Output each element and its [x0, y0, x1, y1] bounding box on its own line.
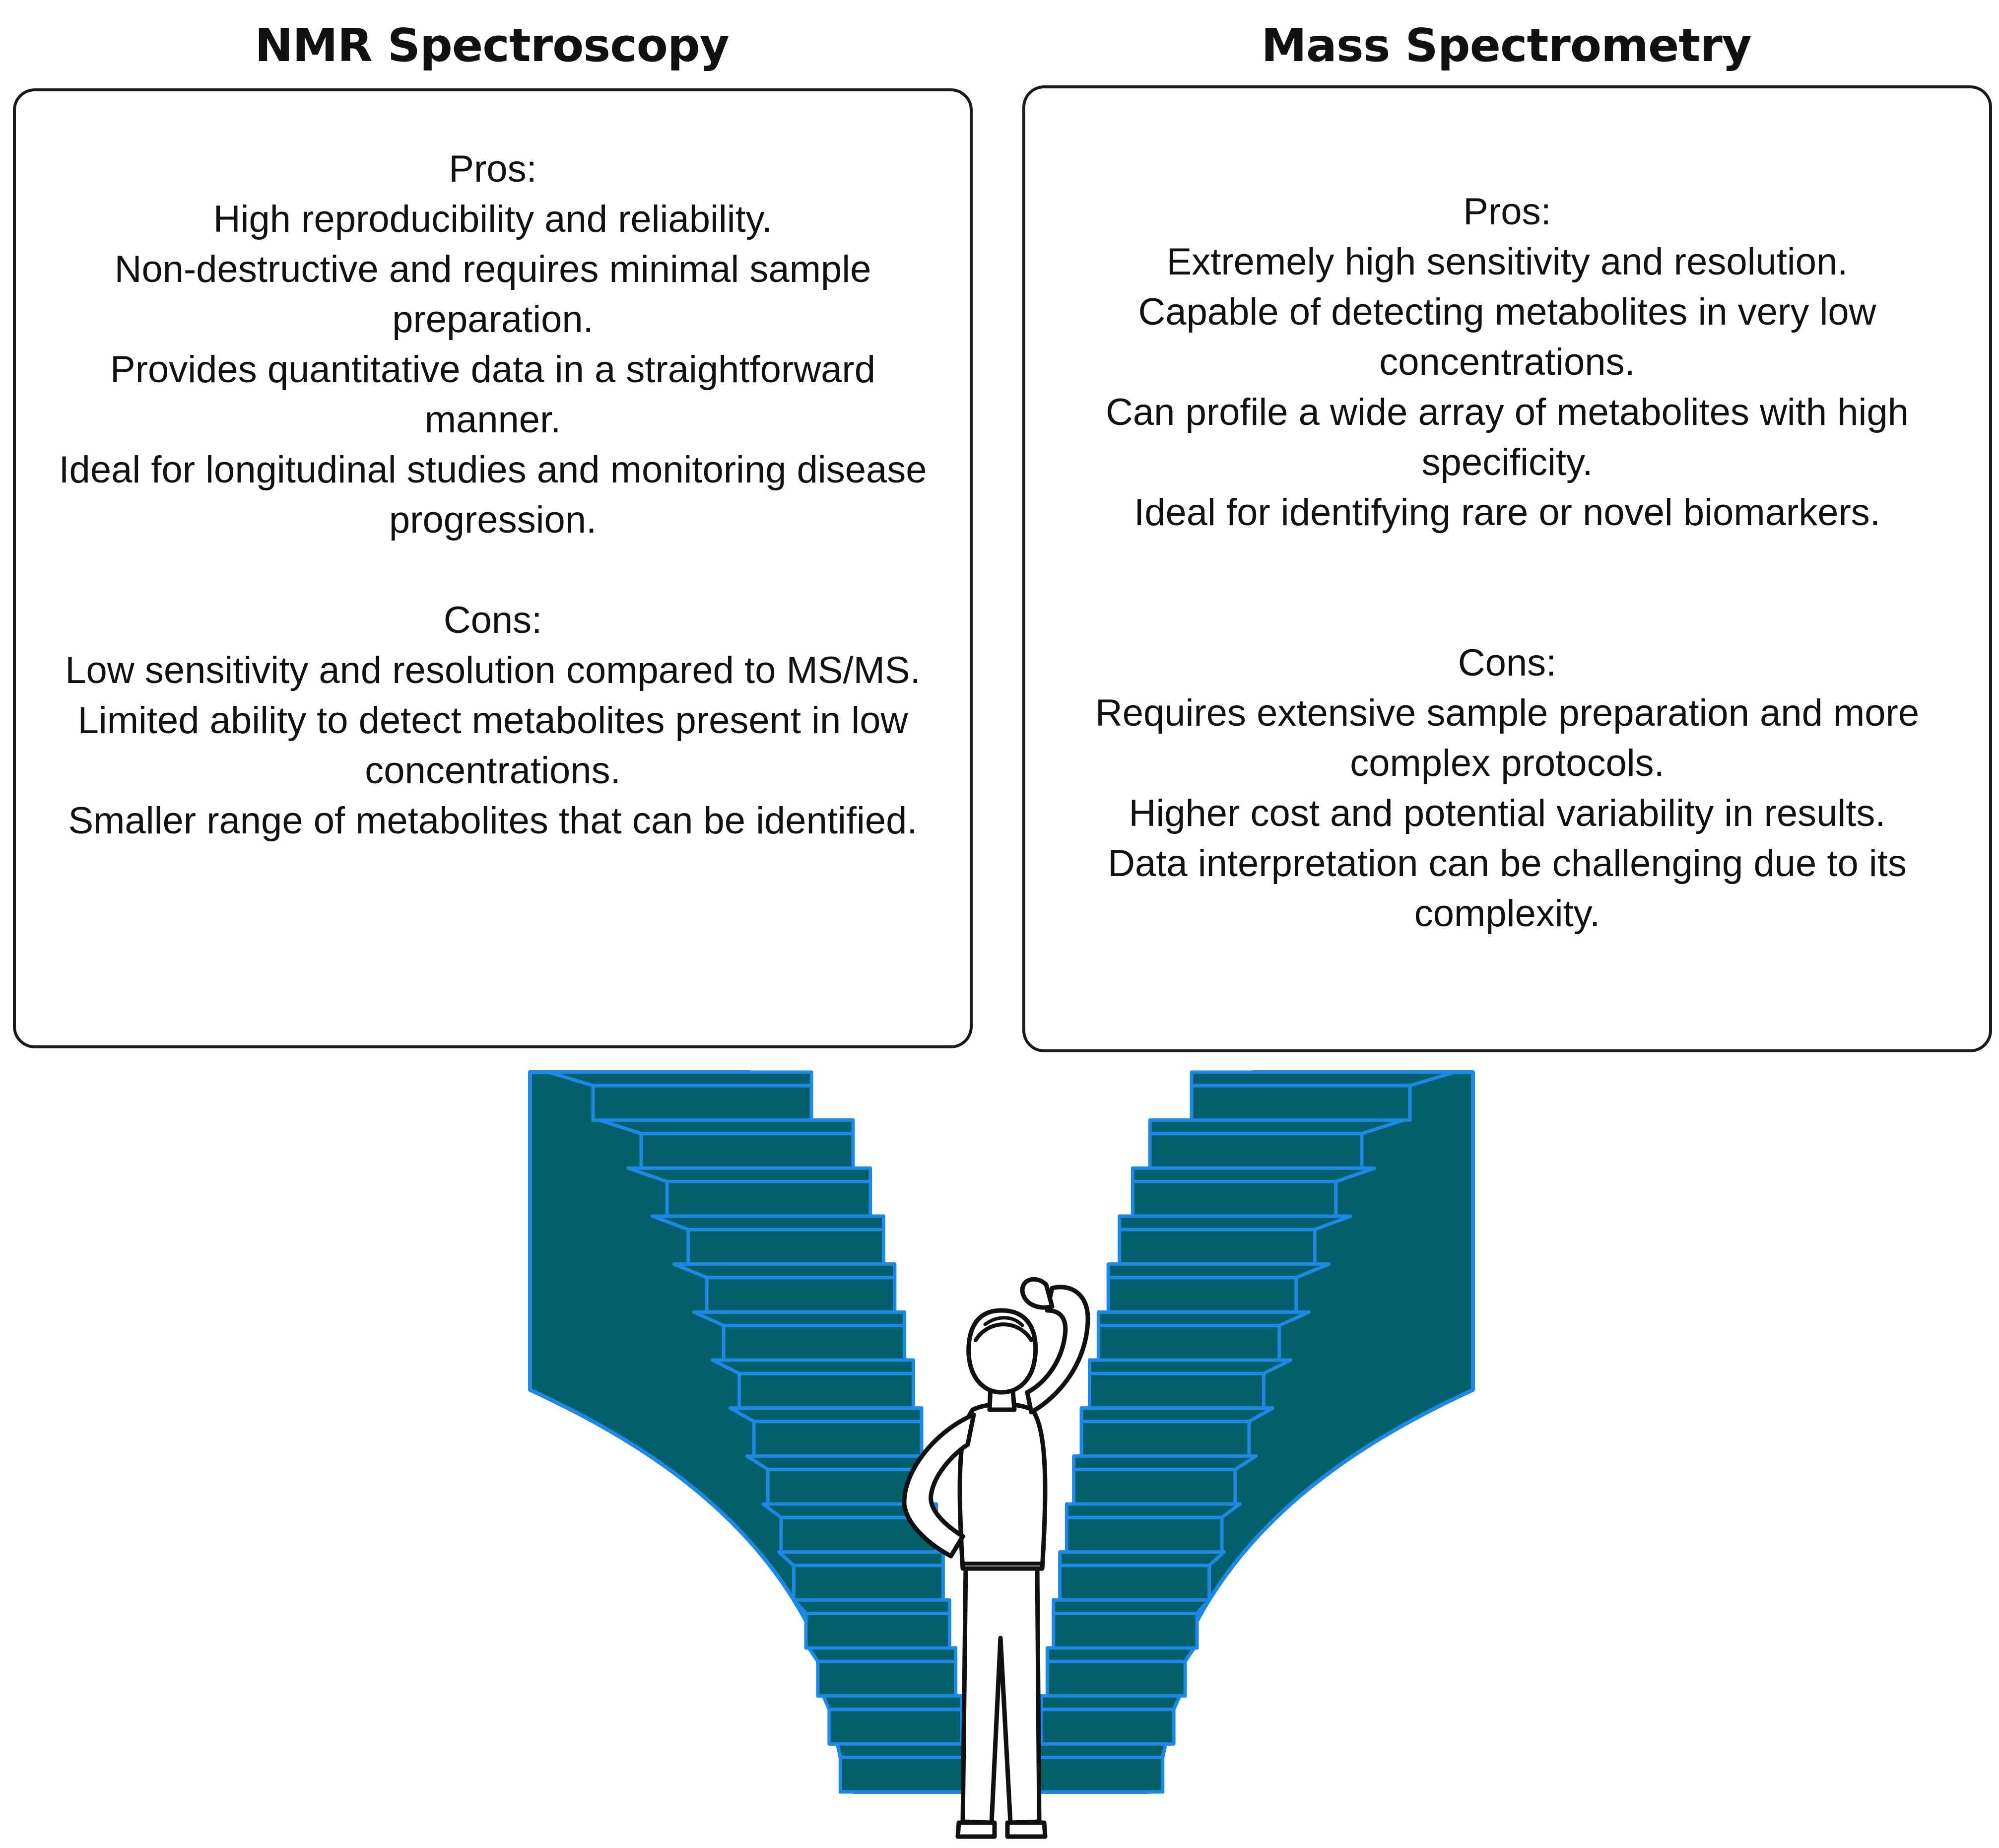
nmr-column-title: NMR Spectroscopy	[255, 19, 729, 72]
stair-riser	[827, 1708, 964, 1746]
nmr-panel-text: Pros: High reproducibility and reliabili…	[46, 144, 940, 846]
stair-tread	[728, 1406, 924, 1424]
stair-tread	[692, 1310, 907, 1327]
stair-tread	[745, 1454, 931, 1471]
stair-riser	[804, 1611, 951, 1650]
stair-riser	[737, 1371, 916, 1410]
stair-tread	[1058, 1550, 1226, 1568]
stair-tread	[1072, 1454, 1258, 1471]
stair-riser	[665, 1179, 872, 1218]
stair-tread	[711, 1358, 916, 1375]
stair-tread	[807, 1646, 958, 1663]
nmr-cons-label: Cons:	[443, 599, 542, 641]
stair-riser	[722, 1323, 907, 1362]
person-hand	[1020, 1277, 1055, 1310]
stair-riser	[1087, 1371, 1266, 1410]
stair-riser	[591, 1084, 813, 1122]
stair-tread	[1148, 1118, 1405, 1136]
left-staircase-icon	[528, 1070, 975, 1794]
stair-tread	[1034, 1742, 1168, 1759]
ms-column-title: Mass Spectrometry	[1261, 19, 1751, 72]
stair-riser	[1045, 1659, 1187, 1698]
stair-riser	[705, 1276, 897, 1314]
nmr-pro-item: Non-destructive and requires minimal sam…	[114, 248, 871, 341]
nmr-panel: Pros: High reproducibility and reliabili…	[13, 88, 973, 1048]
stair-riser	[1034, 1755, 1165, 1794]
ms-pro-item: Ideal for identifying rare or novel biom…	[1134, 491, 1880, 534]
thinking-person-icon	[902, 1277, 1090, 1839]
stair-tread	[777, 1550, 945, 1568]
stair-tread	[1118, 1214, 1352, 1232]
stair-tread	[1039, 1694, 1182, 1711]
stair-tread	[821, 1694, 964, 1711]
stair-tread	[626, 1166, 872, 1183]
stair-tread	[1045, 1646, 1196, 1663]
person-left-arm	[902, 1412, 976, 1559]
ms-con-item: Data interpretation can be challenging d…	[1108, 842, 1907, 935]
ms-panel: Pros: Extremely high sensitivity and res…	[1022, 85, 1992, 1052]
ms-panel-text: Pros: Extremely high sensitivity and res…	[1055, 187, 1959, 939]
nmr-pro-item: Provides quantitative data in a straight…	[110, 348, 875, 441]
stair-tread	[546, 1070, 813, 1088]
nmr-pro-item: High reproducibility and reliability.	[213, 198, 773, 240]
nmr-pro-item: Ideal for longitudinal studies and monit…	[59, 449, 927, 541]
person-foot	[1005, 1820, 1048, 1839]
ms-pro-item: Can profile a wide array of metabolites …	[1106, 391, 1909, 483]
stair-riser	[838, 1755, 969, 1794]
ms-pros-label: Pros:	[1463, 191, 1551, 233]
right-staircase-icon	[1028, 1070, 1475, 1794]
nmr-con-item: Low sensitivity and resolution compared …	[65, 649, 921, 691]
stair-riser	[1148, 1132, 1364, 1170]
ms-con-item: Higher cost and potential variability in…	[1129, 792, 1886, 834]
stair-tread	[1087, 1358, 1292, 1375]
person-hair	[974, 1322, 1033, 1342]
stair-riser	[1072, 1467, 1237, 1506]
stair-riser	[792, 1564, 945, 1602]
nmr-con-item: Smaller range of metabolites that can be…	[68, 800, 918, 842]
stair-tread	[1065, 1502, 1242, 1519]
stair-tread	[1106, 1262, 1331, 1280]
stair-tread	[1096, 1310, 1311, 1327]
stair-tread	[598, 1118, 855, 1136]
ms-con-item: Requires extensive sample preparation an…	[1095, 692, 1920, 784]
ms-cons-label: Cons:	[1458, 642, 1557, 684]
stair-riser	[1190, 1084, 1412, 1122]
stair-tread	[1131, 1166, 1377, 1183]
stair-riser	[816, 1659, 958, 1698]
stair-riser	[1052, 1611, 1199, 1650]
stair-tread	[672, 1262, 897, 1280]
person-right-arm	[1025, 1285, 1090, 1415]
nmr-pros-label: Pros:	[449, 148, 537, 190]
stair-riser	[752, 1420, 924, 1458]
stair-tread	[1052, 1598, 1211, 1615]
ms-pro-item: Extremely high sensitivity and resolutio…	[1166, 241, 1848, 283]
stair-riser	[1058, 1564, 1211, 1602]
stair-riser	[1106, 1276, 1298, 1314]
stair-riser	[1039, 1708, 1176, 1746]
stair-tread	[792, 1598, 951, 1615]
stair-riser	[1131, 1179, 1338, 1218]
stair-tread	[1190, 1070, 1457, 1088]
stair-tread	[651, 1214, 885, 1232]
stair-tread	[1079, 1406, 1275, 1424]
stair-riser	[1118, 1228, 1317, 1266]
ms-pro-item: Capable of detecting metabolites in very…	[1138, 291, 1876, 383]
stair-tread	[835, 1742, 969, 1759]
stair-riser	[639, 1132, 855, 1170]
stair-riser	[1079, 1420, 1251, 1458]
stair-riser	[1065, 1515, 1224, 1554]
stair-riser	[686, 1228, 885, 1266]
nmr-con-item: Limited ability to detect metabolites pr…	[77, 699, 908, 792]
stair-riser	[1096, 1323, 1281, 1362]
person-legs	[960, 1564, 1042, 1825]
person-hair	[983, 1316, 1024, 1327]
person-foot	[955, 1820, 997, 1839]
